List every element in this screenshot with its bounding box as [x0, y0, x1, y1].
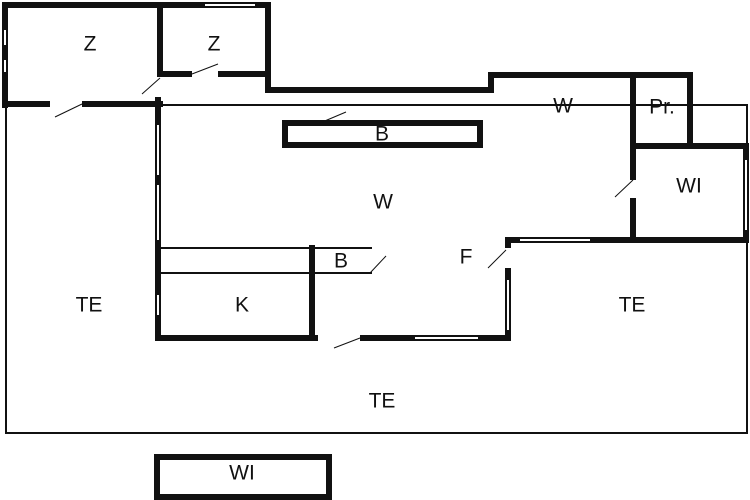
room-label-w-main: W: [373, 191, 393, 214]
room-label-wi-bottom: WI: [229, 462, 255, 485]
door-swing: [141, 77, 161, 95]
door-swing: [54, 103, 83, 118]
room-label-b2: B: [334, 250, 348, 273]
room-label-z2: Z: [208, 33, 221, 56]
bathroom-box: [282, 120, 483, 148]
room-label-w-upper: W: [553, 95, 573, 118]
door-swing: [369, 255, 387, 274]
room-label-wi-right: WI: [676, 175, 702, 198]
room-label-te-bottom: TE: [369, 390, 396, 413]
room-label-f: F: [460, 246, 473, 269]
door-swing: [614, 179, 634, 198]
room-label-z1: Z: [84, 33, 97, 56]
door-swing: [333, 337, 361, 349]
door-swing: [487, 249, 507, 269]
door-swing: [191, 63, 219, 75]
wi-bottom-box: [154, 454, 332, 500]
room-label-te-left: TE: [76, 294, 103, 317]
room-label-te-right: TE: [619, 294, 646, 317]
door-swing: [319, 111, 347, 124]
terrace-outline: [5, 104, 748, 434]
room-label-k: K: [235, 294, 249, 317]
room-label-pr: Pr.: [649, 96, 675, 119]
room-label-b1: B: [375, 123, 389, 146]
